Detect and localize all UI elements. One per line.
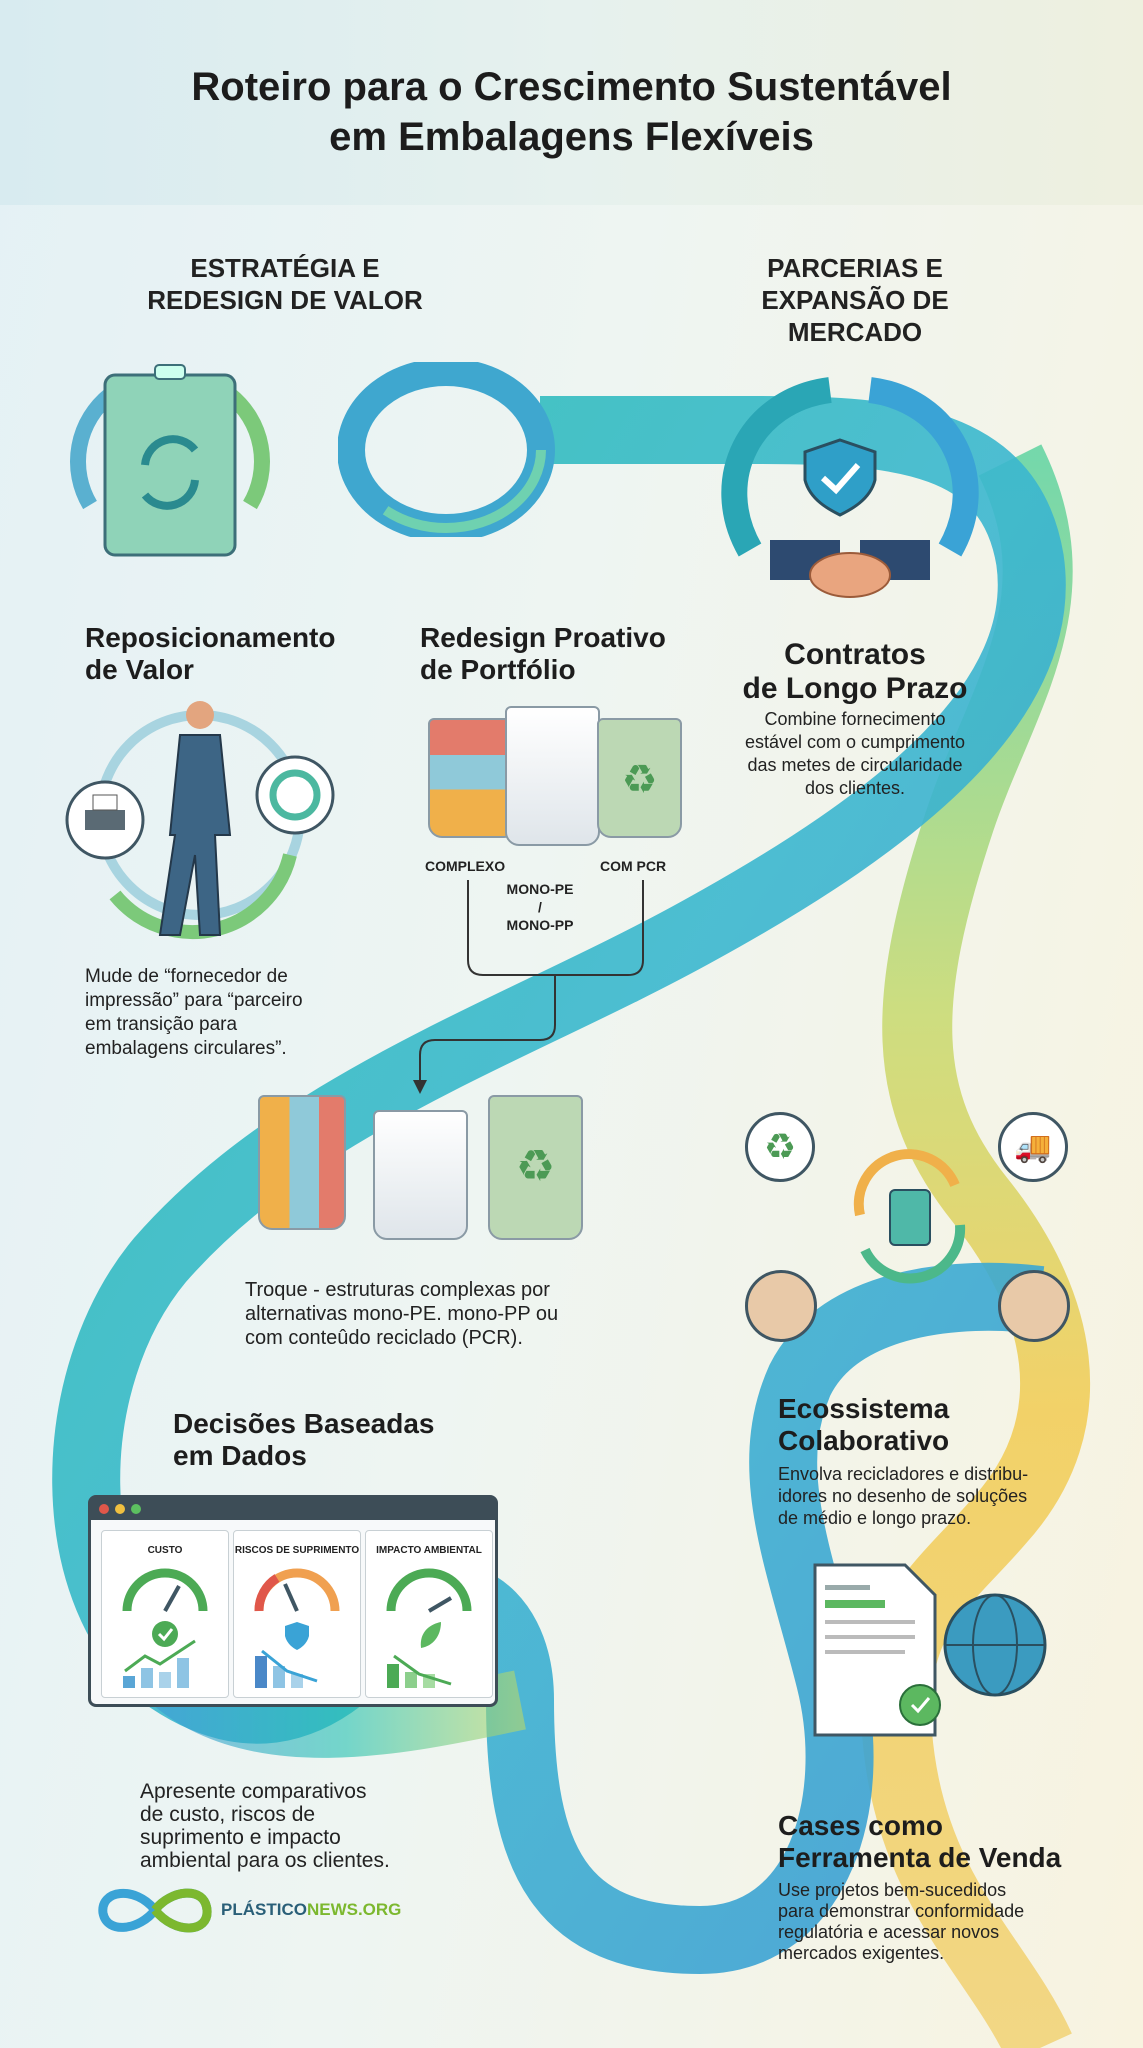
heading-line: de Longo Prazo bbox=[742, 672, 968, 705]
panel-environmental-impact: IMPACTO AMBIENTAL bbox=[365, 1530, 493, 1698]
text-line: idores no desenho de soluções bbox=[778, 1486, 1028, 1506]
gauge-check-chart-icon bbox=[122, 1568, 208, 1688]
section-line: EXPANSÃO DE bbox=[761, 285, 949, 315]
gauge-leaf-chart-icon bbox=[386, 1568, 472, 1688]
text-line: com conteûdo reciclado (PCR). bbox=[245, 1327, 523, 1349]
section-line: REDESIGN DE VALOR bbox=[147, 285, 423, 315]
repositioning-description: Mude de “fornecedor de impressão” para “… bbox=[85, 965, 303, 1061]
data-description: Apresente comparativos de custo, riscos … bbox=[140, 1780, 390, 1872]
contracts-heading: Contratos de Longo Prazo bbox=[700, 638, 1010, 706]
text-line: ambiental para os clientes. bbox=[140, 1849, 390, 1872]
panel-supply-risk: RISCOS DE SUPRIMENTO bbox=[233, 1530, 361, 1698]
heading-line: de Valor bbox=[85, 654, 194, 685]
text-line: regulatória e acessar novos bbox=[778, 1922, 1000, 1942]
heading-line: Ferramenta de Venda bbox=[778, 1842, 1062, 1873]
text-line: dos clientes. bbox=[804, 778, 906, 798]
heading-line: Cases como bbox=[778, 1810, 943, 1841]
gauge-shield-chart-icon bbox=[254, 1568, 340, 1688]
logo-text-news: NEWS.ORG bbox=[306, 1900, 402, 1919]
text-line: Mude de “fornecedor de bbox=[85, 966, 288, 987]
contracts-description: Combine fornecimento estável com o cumpr… bbox=[700, 708, 1010, 800]
heading-line: em Dados bbox=[173, 1440, 307, 1471]
truck-icon: 🚚 bbox=[998, 1112, 1068, 1182]
text-line: estável com o cumprimento bbox=[744, 732, 966, 752]
section-line: PARCERIAS E bbox=[767, 253, 943, 283]
section-line: MERCADO bbox=[787, 317, 923, 347]
title-band bbox=[0, 0, 1143, 205]
mono-pouch-icon bbox=[505, 706, 600, 846]
person-avatar-icon bbox=[745, 1270, 817, 1342]
certificate-globe-icon bbox=[813, 1563, 1047, 1737]
repositioning-heading: Reposicionamento de Valor bbox=[85, 622, 335, 686]
page-title: Roteiro para o Crescimento Sustentável e… bbox=[0, 62, 1143, 162]
dashboard-window: CUSTO RISCOS DE SUPRIMENTO IMPACTO AMBIE… bbox=[88, 1495, 498, 1707]
ecosystem-description: Envolva recicladores e distribu- idores … bbox=[778, 1463, 1028, 1529]
circular-ring-icon bbox=[338, 362, 555, 537]
panel-label: IMPACTO AMBIENTAL bbox=[376, 1545, 482, 1556]
window-maximize-dot bbox=[131, 1504, 141, 1514]
label-complex: COMPLEXO bbox=[425, 858, 506, 874]
cycle-arrows-icon bbox=[853, 1149, 966, 1284]
portfolio-description: Troque - estruturas complexas por altern… bbox=[245, 1278, 558, 1350]
panel-cost: CUSTO bbox=[101, 1530, 229, 1698]
text-line: alternativas mono-PE. mono-PP ou bbox=[245, 1303, 559, 1325]
text-line: suprimento e impacto bbox=[140, 1826, 341, 1849]
text-line: Use projetos bem-sucedidos bbox=[778, 1880, 1007, 1900]
cases-heading: Cases como Ferramenta de Venda bbox=[778, 1810, 1061, 1874]
section-partnerships-heading: PARCERIAS E EXPANSÃO DE MERCADO bbox=[700, 252, 1010, 348]
recycle-bag-icon bbox=[70, 364, 270, 557]
label-mono: MONO-PE / MONO-PP bbox=[505, 880, 575, 934]
section-strategy-heading: ESTRATÉGIA E REDESIGN DE VALOR bbox=[110, 252, 460, 316]
heading-line: Decisões Baseadas bbox=[173, 1408, 435, 1439]
portfolio-heading: Redesign Proativo de Portfólio bbox=[420, 622, 666, 686]
title-line-1: Roteiro para o Crescimento Sustentável bbox=[191, 65, 952, 109]
text-line: Combine fornecimento bbox=[764, 709, 946, 729]
pcr-pouch-icon: ♻ bbox=[597, 718, 682, 838]
mono-pouch-icon bbox=[373, 1110, 468, 1240]
label-line: MONO-PE / bbox=[506, 881, 574, 915]
label-pcr: COM PCR bbox=[600, 858, 667, 874]
handshake-partnership-icon bbox=[721, 377, 979, 598]
window-close-dot bbox=[99, 1504, 109, 1514]
heading-line: Colaborativo bbox=[778, 1425, 950, 1456]
complex-pouch-icon bbox=[258, 1095, 346, 1230]
ecosystem-heading: Ecossistema Colaborativo bbox=[778, 1393, 949, 1457]
panel-label: CUSTO bbox=[147, 1545, 183, 1556]
logo-text-plastico: PLÁSTICO bbox=[221, 1900, 307, 1919]
heading-line: Redesign Proativo bbox=[420, 622, 666, 653]
text-line: mercados exigentes. bbox=[778, 1943, 945, 1963]
section-line: ESTRATÉGIA E bbox=[190, 253, 380, 283]
text-line: de médio e longo prazo. bbox=[778, 1508, 972, 1528]
connector-arrow bbox=[413, 880, 644, 1094]
text-line: Troque - estruturas complexas por bbox=[245, 1279, 550, 1301]
window-minimize-dot bbox=[115, 1504, 125, 1514]
title-line-2: em Embalagens Flexíveis bbox=[329, 115, 814, 159]
recycle-icon: ♻ bbox=[745, 1112, 815, 1182]
heading-line: Contratos bbox=[784, 638, 926, 671]
window-titlebar bbox=[91, 1498, 495, 1520]
text-line: em transição para bbox=[85, 1014, 238, 1035]
heading-line: Ecossistema bbox=[778, 1393, 950, 1424]
panel-label: RISCOS DE SUPRIMENTO bbox=[234, 1545, 360, 1556]
label-line: MONO-PP bbox=[506, 917, 574, 933]
person-avatar-icon bbox=[998, 1270, 1070, 1342]
text-line: das metes de circularidade bbox=[747, 755, 963, 775]
text-line: para demonstrar conformidade bbox=[778, 1901, 1025, 1921]
pcr-pouch-icon: ♻ bbox=[488, 1095, 583, 1240]
heading-line: de Portfólio bbox=[420, 654, 576, 685]
text-line: de custo, riscos de bbox=[140, 1803, 316, 1826]
text-line: embalagens circulares”. bbox=[85, 1038, 287, 1059]
logo-infinity-icon bbox=[98, 1888, 212, 1933]
text-line: Envolva recicladores e distribu- bbox=[778, 1464, 1029, 1484]
text-line: impressão” para “parceiro bbox=[85, 990, 303, 1011]
text-line: Apresente comparativos bbox=[140, 1780, 367, 1803]
data-heading: Decisões Baseadas em Dados bbox=[173, 1408, 435, 1472]
walking-businessman-icon bbox=[65, 701, 335, 940]
heading-line: Reposicionamento bbox=[85, 622, 336, 653]
cases-description: Use projetos bem-sucedidos para demonstr… bbox=[778, 1880, 1024, 1964]
